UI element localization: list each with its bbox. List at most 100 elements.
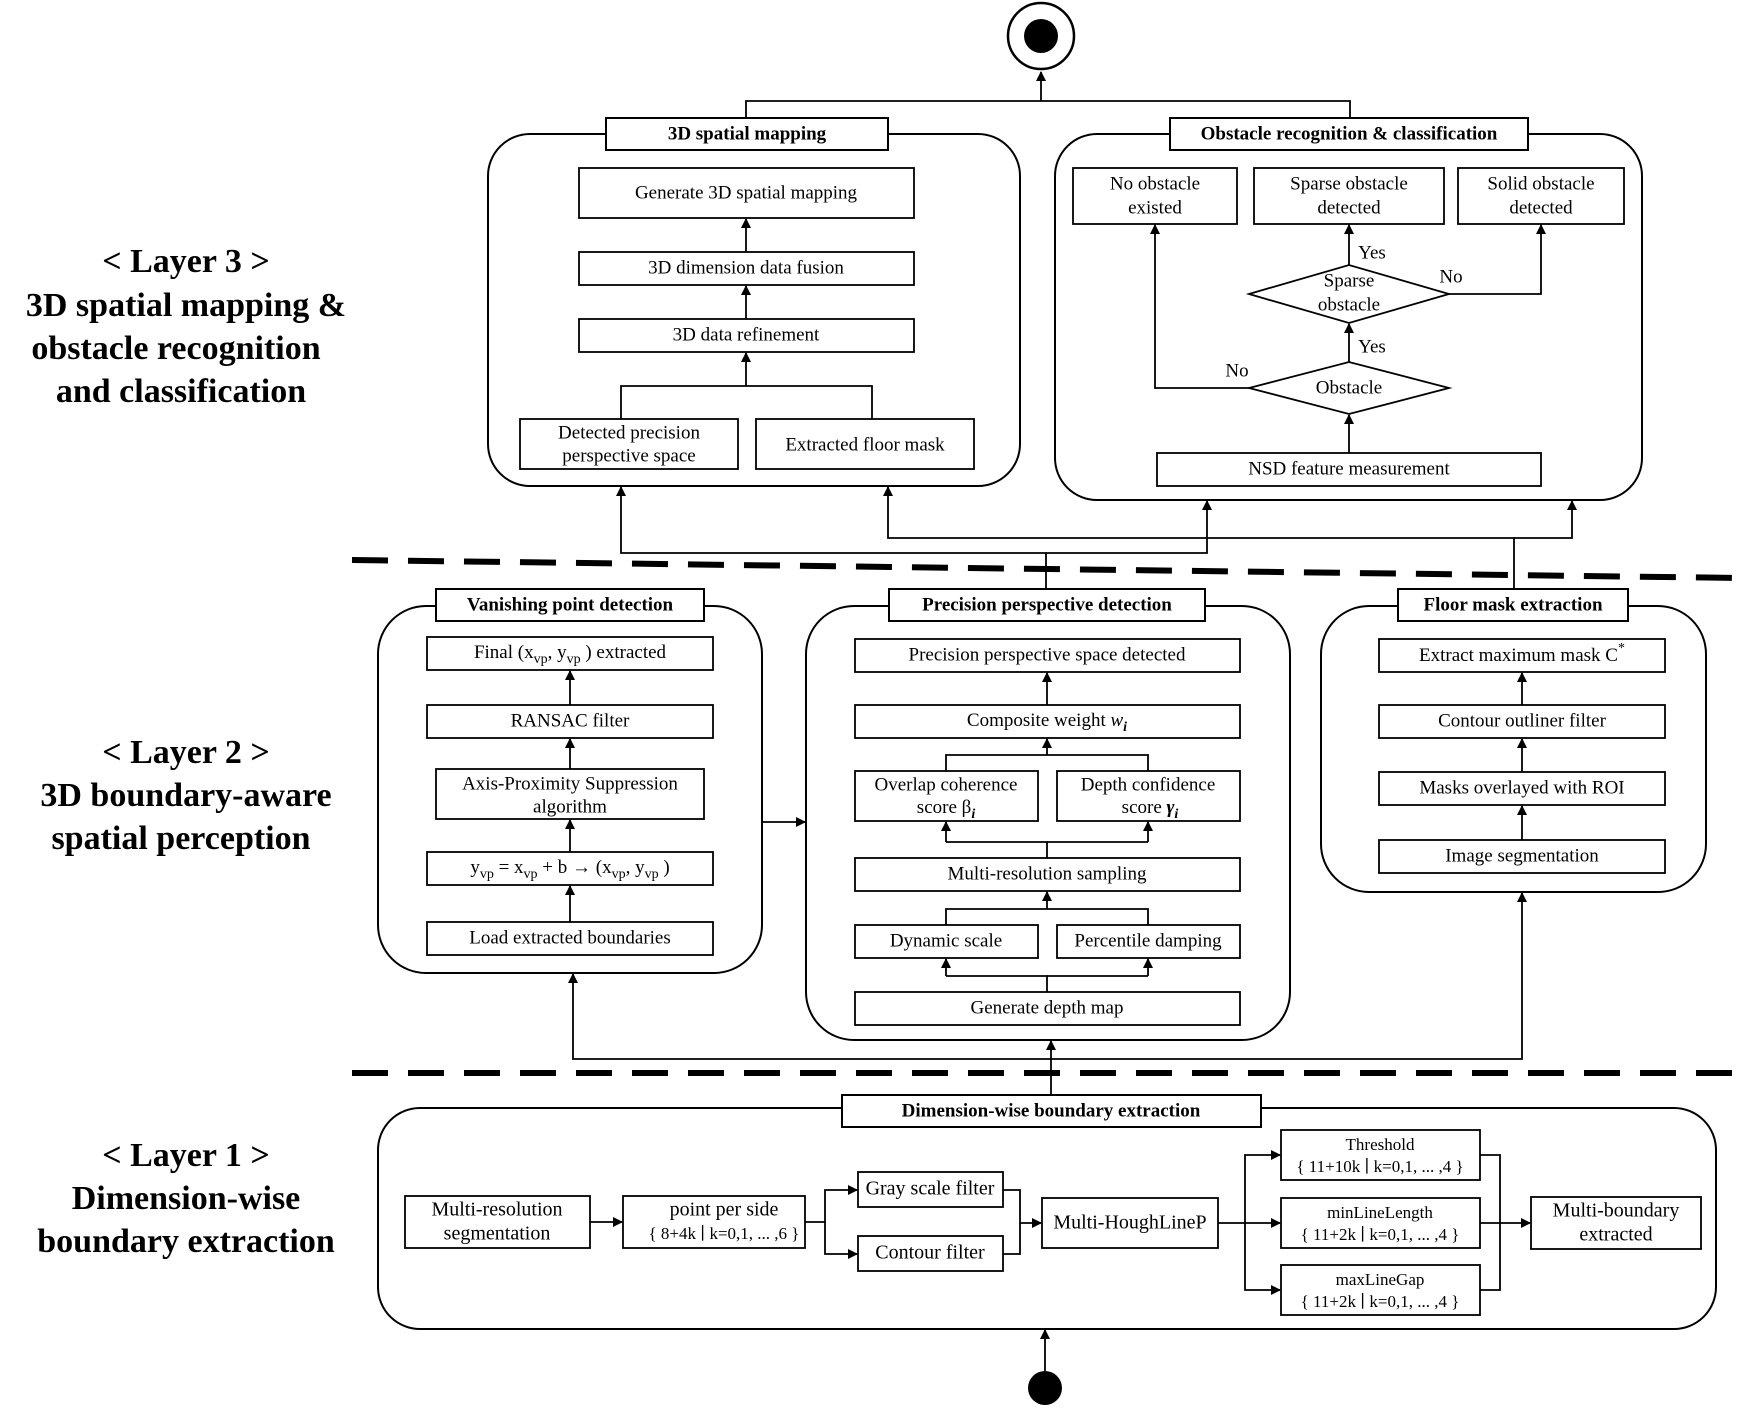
label-yes-lower: Yes xyxy=(1358,336,1386,357)
extracted-floor-mask-box xyxy=(755,418,975,470)
aps-line-2: algorithm xyxy=(533,796,607,817)
final-vp-sub-y: vp xyxy=(567,652,581,667)
arrow-sparse-no xyxy=(1449,224,1546,295)
precision-header xyxy=(888,588,1206,622)
solid-detected-box xyxy=(1457,167,1625,225)
final-vp-text: Final (xvp, yvp ) extracted xyxy=(474,642,667,667)
sparse-detected-line-2: detected xyxy=(1317,197,1381,218)
vanishing-point-header-text: Vanishing point detection xyxy=(467,594,674,615)
label-no-obstacle: No xyxy=(1225,360,1248,381)
depth-symbol: γ xyxy=(1167,797,1175,818)
point-per-side-line-2: { 8+4k ∣ k=0,1, ... ,6 } xyxy=(649,1224,800,1243)
eq-comma: , y xyxy=(626,857,646,878)
percentile-damping-text: Percentile damping xyxy=(1074,930,1222,951)
layer3-label: < Layer 3 > 3D spatial mapping & obstacl… xyxy=(26,243,346,410)
composite-weight-text: Composite weight wi xyxy=(967,710,1127,735)
initial-node xyxy=(1028,1371,1062,1405)
merge-filters xyxy=(1003,1189,1021,1255)
solid-detected-line-1: Solid obstacle xyxy=(1487,173,1594,194)
multi-houghlinep-box xyxy=(1041,1197,1219,1249)
arrow-layer1-to-floor xyxy=(1051,892,1527,1060)
label-yes-upper: Yes xyxy=(1358,242,1386,263)
min-line-length-line-1: minLineLength xyxy=(1327,1203,1433,1222)
precision-header-text: Precision perspective detection xyxy=(922,594,1172,615)
composite-label: Composite weight xyxy=(967,710,1111,731)
detected-perspective-box xyxy=(519,418,739,470)
threshold-line-2: { 11+10k ∣ k=0,1, ... ,4 } xyxy=(1296,1157,1463,1176)
multi-resolution-segmentation-line-2: segmentation xyxy=(444,1223,551,1245)
multi-resolution-segmentation-box xyxy=(404,1195,591,1249)
generate-depth-map-text: Generate depth map xyxy=(971,997,1124,1018)
extract-max-mask-sup: * xyxy=(1618,641,1625,656)
depth-score: score xyxy=(1122,797,1167,818)
arrow-points-to-contour xyxy=(824,1222,858,1259)
layer2-title: < Layer 2 > xyxy=(102,734,270,771)
sparse-detected-box xyxy=(1253,167,1445,225)
multi-boundary-line-1: Multi-boundary xyxy=(1553,1200,1680,1222)
final-vp-prefix: Final (x xyxy=(474,642,534,663)
gray-scale-filter-box xyxy=(857,1171,1004,1208)
load-boundaries-text: Load extracted boundaries xyxy=(469,927,671,948)
sparse-detected-line-1: Sparse obstacle xyxy=(1290,173,1408,194)
layer1-line-1: Dimension-wise xyxy=(72,1180,301,1217)
final-vp-middle: , y xyxy=(548,642,568,663)
layer1-title: < Layer 1 > xyxy=(102,1137,270,1174)
vp-equation-text: yvp = xvp + b → (xvp, yvp ) xyxy=(470,857,669,882)
layer1-label: < Layer 1 > Dimension-wise boundary extr… xyxy=(37,1137,335,1260)
boundary-extraction-header xyxy=(841,1094,1262,1128)
overlap-sub: i xyxy=(971,807,975,822)
contour-filter-box xyxy=(857,1235,1004,1272)
data-refinement-box xyxy=(578,318,915,353)
obstacle-decision xyxy=(1245,361,1453,415)
no-obstacle-line-2: existed xyxy=(1128,197,1182,218)
arrow-floor-to-obstacle xyxy=(1514,500,1577,539)
solid-detected-line-2: detected xyxy=(1509,197,1573,218)
detected-perspective-line-2: perspective space xyxy=(562,445,695,466)
point-per-side-line-1: point per side xyxy=(670,1199,779,1221)
extract-max-mask-label: Extract maximum mask C xyxy=(1419,645,1618,666)
image-segmentation-box xyxy=(1378,839,1666,874)
layer2-label: < Layer 2 > 3D boundary-aware spatial pe… xyxy=(40,734,331,857)
boundary-extraction-header-text: Dimension-wise boundary extraction xyxy=(902,1100,1201,1121)
contour-outliner-box xyxy=(1378,704,1666,739)
layer2-line-2: spatial perception xyxy=(51,820,310,857)
generate-3d-mapping-box xyxy=(578,167,915,219)
arrow-hough-to-maxgap xyxy=(1244,1223,1281,1295)
floor-mask-header xyxy=(1397,588,1629,622)
no-obstacle-box xyxy=(1072,167,1238,225)
image-segmentation-text: Image segmentation xyxy=(1445,845,1599,866)
final-node xyxy=(1006,1,1076,71)
arrow-hough-to-threshold xyxy=(1218,1150,1281,1224)
aps-line-1: Axis-Proximity Suppression xyxy=(462,773,678,794)
arrow-precision-to-perspective-input xyxy=(616,486,1047,606)
sparse-decision-line-2: obstacle xyxy=(1318,294,1380,315)
eq-sub-4: vp xyxy=(645,867,659,882)
layer3-line-3: and classification xyxy=(56,373,306,410)
min-line-length-box xyxy=(1280,1197,1481,1249)
no-obstacle-line-1: No obstacle xyxy=(1110,173,1200,194)
eq-sub-3: vp xyxy=(612,867,626,882)
arrow-obstacle-no xyxy=(1150,224,1249,389)
ransac-text: RANSAC filter xyxy=(511,710,630,731)
multi-resolution-sampling-box xyxy=(854,857,1241,892)
obstacle-header-text: Obstacle recognition & classification xyxy=(1201,123,1498,144)
eq-end: ) xyxy=(659,857,670,878)
obstacle-header xyxy=(1169,117,1529,151)
depth-sub: i xyxy=(1174,807,1178,822)
aps-box xyxy=(435,768,705,820)
multi-resolution-sampling-text: Multi-resolution sampling xyxy=(948,863,1147,884)
final-vp-suffix: ) extracted xyxy=(581,642,667,663)
eq-sub-1: vp xyxy=(480,867,494,882)
layer3-title: < Layer 3 > xyxy=(102,243,270,280)
contour-filter-text: Contour filter xyxy=(875,1242,985,1264)
precision-space-box xyxy=(854,638,1241,673)
masks-overlayed-text: Masks overlayed with ROI xyxy=(1419,777,1624,798)
sparse-decision-line-1: Sparse xyxy=(1324,270,1375,291)
generate-depth-map-box xyxy=(854,991,1241,1026)
max-line-gap-line-2: { 11+2k ∣ k=0,1, ... ,4 } xyxy=(1301,1292,1460,1311)
spatial-mapping-header-text: 3D spatial mapping xyxy=(668,123,827,144)
vanishing-point-header xyxy=(435,588,705,622)
multi-boundary-box xyxy=(1530,1196,1702,1250)
overlap-score: score β xyxy=(917,797,972,818)
max-line-gap-line-1: maxLineGap xyxy=(1336,1270,1425,1289)
